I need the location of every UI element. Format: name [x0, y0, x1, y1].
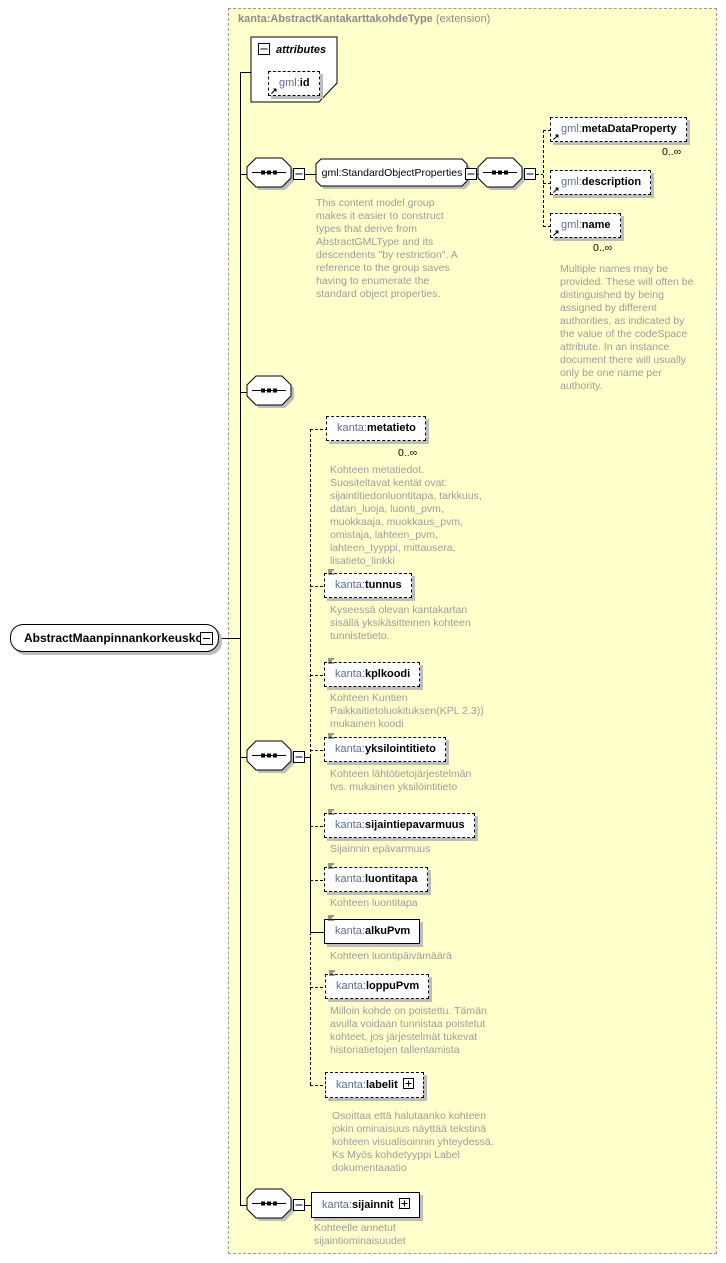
element-prefix: gml:: [561, 176, 582, 188]
element-name: sijainnit: [351, 1199, 394, 1211]
sequence-icon-4[interactable]: [246, 740, 296, 776]
type-title-name: kanta:AbstractKantakarttakohdeType: [238, 13, 433, 25]
expand-icon[interactable]: [398, 1198, 410, 1209]
sequence-icon-2[interactable]: [477, 157, 527, 193]
collapse-icon[interactable]: [524, 168, 536, 180]
collapse-icon[interactable]: [465, 168, 477, 180]
element-kanta-kplkoodi[interactable]: kanta:kplkoodi: [324, 658, 421, 687]
element-name: sijaintiepavarmuus: [364, 819, 465, 831]
annotation-text: Kohteen metatiedot. Suositeltavat kentät…: [330, 464, 482, 567]
element-prefix: gml:: [561, 123, 582, 135]
element-kanta-alkupvm[interactable]: kanta:alkuPvm: [324, 915, 421, 944]
attributes-label: attributes: [276, 44, 327, 56]
element-name: description: [581, 176, 642, 188]
sequence-icon-5[interactable]: [246, 1188, 296, 1224]
occurrence-label: 0..∞: [593, 242, 613, 254]
annotation-text: Milloin kohde on poistettu. Tämän avulla…: [330, 1005, 487, 1056]
annotation-text: Kohteen luontipäivämäärä: [330, 950, 453, 962]
element-gml-metadataproperty[interactable]: ↗ gml:metaDataProperty: [550, 117, 687, 142]
expand-icon[interactable]: [402, 1078, 414, 1089]
type-title: kanta:AbstractKantakarttakohdeType (exte…: [238, 13, 490, 25]
element-kanta-labelit[interactable]: kanta:labelit: [325, 1072, 424, 1098]
annotation-icon: [328, 970, 336, 976]
element-gml-description[interactable]: ↗ gml:description: [550, 170, 652, 195]
reference-arrow-icon: ↗: [552, 132, 560, 142]
element-name: name: [581, 219, 611, 231]
annotation-icon: [327, 569, 335, 575]
element-prefix: gml:: [561, 219, 582, 231]
element-prefix: kanta:: [335, 925, 365, 937]
collapse-icon[interactable]: [293, 1199, 305, 1211]
annotation-text: Kohteen luontitapa: [330, 897, 418, 909]
element-name: tunnus: [364, 579, 402, 591]
annotation-text: Osoittaa että halutaanko kohteen jokin o…: [332, 1110, 494, 1174]
occurrence-label: 0..∞: [662, 146, 682, 158]
element-prefix: kanta:: [337, 422, 367, 434]
element-prefix: kanta:: [335, 579, 365, 591]
attribute-prefix: gml:: [279, 77, 300, 89]
element-name: kplkoodi: [364, 668, 411, 680]
element-gml-name[interactable]: ↗ gml:name: [550, 213, 621, 238]
annotation-icon: [327, 658, 335, 664]
reference-arrow-icon: ↗: [552, 185, 560, 195]
annotation-text: Kohteen lähtötietojärjestelmän tvs. muka…: [330, 768, 472, 793]
collapse-icon[interactable]: [293, 751, 305, 763]
attribute-name: id: [299, 77, 310, 89]
annotation-text: Multiple names may be provided. These wi…: [560, 263, 694, 392]
root-element[interactable]: AbstractMaanpinnankorkeusko...: [10, 624, 219, 652]
element-name: luontitapa: [364, 873, 418, 885]
element-prefix: kanta:: [335, 743, 365, 755]
element-prefix: kanta:: [336, 980, 366, 992]
element-name: metatieto: [366, 422, 416, 434]
element-name: loppuPvm: [365, 980, 420, 992]
element-name: yksilointitieto: [364, 743, 436, 755]
type-title-suffix: (extension): [432, 13, 491, 25]
group-standard-object-properties[interactable]: gml:StandardObjectProperties: [315, 158, 471, 191]
element-kanta-luontitapa[interactable]: kanta:luontitapa: [324, 863, 428, 892]
occurrence-label: 0..∞: [398, 447, 418, 459]
attributes-collapse-icon[interactable]: [258, 43, 270, 55]
element-kanta-tunnus[interactable]: kanta:tunnus: [324, 569, 412, 598]
reference-arrow-icon: ↗: [270, 86, 278, 96]
annotation-icon: [327, 863, 335, 869]
element-name: labelit: [365, 1079, 398, 1091]
element-prefix: kanta:: [336, 1079, 366, 1091]
element-prefix: kanta:: [335, 873, 365, 885]
annotation-text: Kyseessä olevan kantakartan sisällä yksi…: [330, 604, 471, 642]
element-prefix: kanta:: [322, 1199, 352, 1211]
group-label: gml:StandardObjectProperties: [315, 167, 469, 180]
annotation-icon: [327, 809, 335, 815]
annotation-text: This content model group makes it easier…: [316, 197, 458, 300]
element-kanta-metatieto[interactable]: kanta:metatieto: [326, 416, 426, 441]
collapse-icon[interactable]: [293, 168, 305, 180]
annotation-icon: [327, 733, 335, 739]
annotation-text: Kohteen Kuntien Paikkaitietoluokituksen(…: [330, 692, 484, 730]
element-kanta-sijaintiepavarmuus[interactable]: kanta:sijaintiepavarmuus: [324, 809, 475, 838]
element-kanta-loppupvm[interactable]: kanta:loppuPvm: [325, 970, 430, 999]
group-name: StandardObjectProperties: [341, 167, 463, 179]
reference-arrow-icon: ↗: [552, 228, 560, 238]
type-container: [228, 8, 717, 1254]
annotation-icon: [327, 915, 335, 921]
annotation-text: Sijainnin epävarmuus: [330, 843, 431, 855]
element-kanta-yksilointitieto[interactable]: kanta:yksilointitieto: [324, 733, 446, 762]
sequence-icon-1[interactable]: [246, 157, 296, 193]
element-name: metaDataProperty: [581, 123, 677, 135]
root-element-label: AbstractMaanpinnankorkeusko...: [24, 631, 213, 645]
element-prefix: kanta:: [335, 668, 365, 680]
element-name: alkuPvm: [364, 925, 411, 937]
annotation-text: Kohteelle annetut sijaintiominaisuudet: [314, 1222, 406, 1247]
sequence-icon-3[interactable]: [246, 375, 296, 411]
collapse-icon[interactable]: [200, 632, 213, 645]
attribute-gml-id[interactable]: ↗ gml:id: [268, 71, 320, 96]
element-prefix: kanta:: [335, 819, 365, 831]
element-kanta-sijainnit[interactable]: kanta:sijainnit: [311, 1192, 420, 1218]
group-prefix: gml:: [321, 167, 342, 179]
